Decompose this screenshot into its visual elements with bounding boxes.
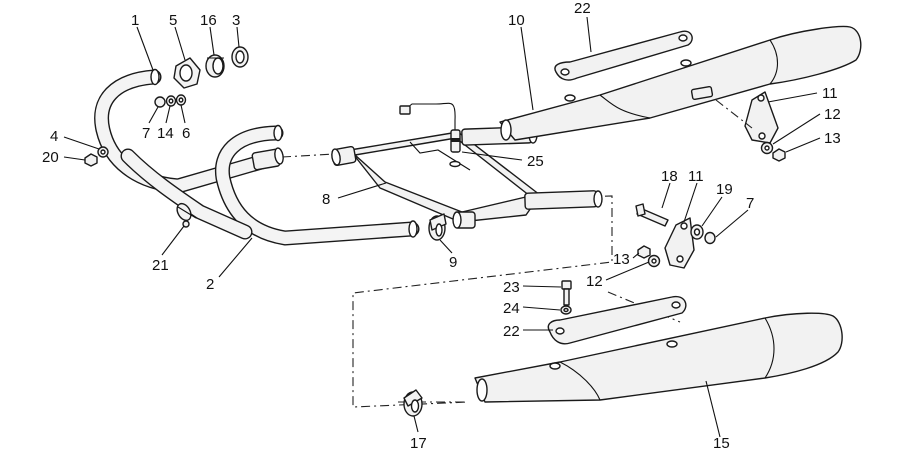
washer-12-upper [760,141,774,155]
callout-13: 13 [824,130,841,147]
callout-22b: 22 [503,323,520,340]
washer-19 [690,224,704,240]
callout-4: 4 [50,128,58,145]
nut-7 [154,96,166,108]
callout-12b: 12 [586,273,603,290]
nut-20 [84,153,98,167]
callout-7b: 7 [746,195,754,212]
callout-13b: 13 [613,251,630,268]
washer-4 [97,146,109,158]
callout-10: 10 [508,12,525,29]
callout-16: 16 [200,12,217,29]
bracket-11-upper [715,91,779,144]
collector-box-8 [331,126,603,229]
muffler-15 [474,312,843,403]
bolt-18 [635,203,669,227]
callout-20: 20 [42,149,59,166]
sleeve-16 [205,54,225,78]
washer-14 [165,95,177,107]
callout-1: 1 [131,12,139,29]
pipe-clamp-21 [176,202,197,228]
callout-numbers: 1 5 16 3 4 20 7 14 6 21 2 8 9 25 10 22 1… [42,0,841,451]
callout-8: 8 [322,191,330,208]
exhaust-pipe-2 [214,124,420,246]
clamp-17 [403,389,423,417]
callout-15: 15 [713,435,730,451]
callout-24: 24 [503,300,520,317]
callout-6: 6 [182,125,190,142]
muffler-10 [499,25,862,141]
gasket-3 [231,46,249,68]
heat-shield-22-upper [554,30,693,81]
lambda-sensor-25 [399,102,461,168]
leader-lines [63,16,821,438]
callout-14: 14 [157,125,174,142]
washer-24 [560,305,572,315]
washer-6 [175,94,187,106]
callout-3: 3 [232,12,240,29]
callout-11b: 11 [688,168,704,185]
callout-12: 12 [824,106,841,123]
nut-13-lower [637,245,651,259]
callout-21: 21 [152,257,169,274]
nut-13-upper [772,148,786,162]
callout-25: 25 [527,153,544,170]
callout-7: 7 [142,125,150,142]
callout-5: 5 [169,12,177,29]
callout-22: 22 [574,0,591,17]
callout-19: 19 [716,181,733,198]
heat-shield-22-lower [547,295,687,345]
nut-7-lower [704,231,716,245]
callout-18: 18 [661,168,678,185]
callout-2: 2 [206,276,214,293]
callout-11: 11 [822,85,838,102]
washer-12-lower [647,254,661,268]
bracket-11-lower [664,217,695,269]
screw-23 [561,280,572,306]
callout-17: 17 [410,435,427,451]
clamp-9 [428,213,447,241]
callout-23: 23 [503,279,520,296]
flange-5 [173,57,201,89]
crossover-pipe [120,148,253,240]
callout-9: 9 [449,254,457,271]
